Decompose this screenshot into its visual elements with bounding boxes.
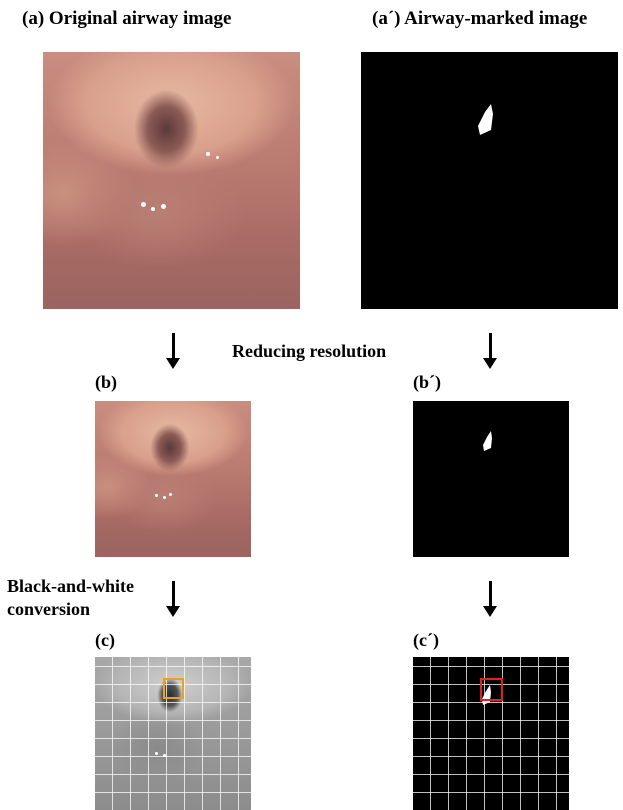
down-arrow-left-1 bbox=[166, 333, 180, 369]
mucus-highlight bbox=[155, 494, 158, 497]
gridded-mask-image bbox=[413, 657, 569, 810]
label-b: (b) bbox=[95, 372, 117, 393]
mucus-highlight bbox=[206, 152, 210, 156]
title-original-airway-image: (a) Original airway image bbox=[22, 8, 232, 30]
label-c: (c) bbox=[95, 630, 115, 651]
grayscale-gridded-image bbox=[95, 657, 251, 810]
down-arrow-left-2 bbox=[166, 581, 180, 617]
label-c-prime: (c´) bbox=[413, 630, 439, 651]
mucus-highlight bbox=[161, 204, 166, 209]
mucus-highlight bbox=[163, 754, 166, 757]
mucus-highlight bbox=[216, 156, 219, 159]
airway-highlight-box bbox=[163, 678, 184, 699]
label-black-and-white-conversion: Black-and-white conversion bbox=[7, 575, 134, 621]
down-arrow-right-1 bbox=[483, 333, 497, 369]
down-arrow-right-2 bbox=[483, 581, 497, 617]
airway-mask bbox=[413, 401, 569, 557]
mucus-highlight bbox=[169, 493, 172, 496]
mucus-highlight bbox=[151, 207, 155, 211]
mucus-highlight bbox=[163, 496, 166, 499]
label-line-1: Black-and-white bbox=[7, 575, 134, 598]
airway-highlight-box bbox=[480, 678, 503, 701]
original-airway-photo bbox=[43, 52, 300, 309]
label-line-2: conversion bbox=[7, 598, 134, 621]
mucus-highlight bbox=[155, 752, 158, 755]
reduced-resolution-mask bbox=[413, 401, 569, 557]
reduced-resolution-photo bbox=[95, 401, 251, 557]
label-reducing-resolution: Reducing resolution bbox=[232, 341, 386, 362]
title-airway-marked-image: (a´) Airway-marked image bbox=[372, 8, 587, 30]
label-b-prime: (b´) bbox=[413, 372, 441, 393]
airway-marked-image bbox=[361, 52, 618, 309]
mucus-highlight bbox=[141, 202, 146, 207]
airway-mask bbox=[361, 52, 618, 309]
